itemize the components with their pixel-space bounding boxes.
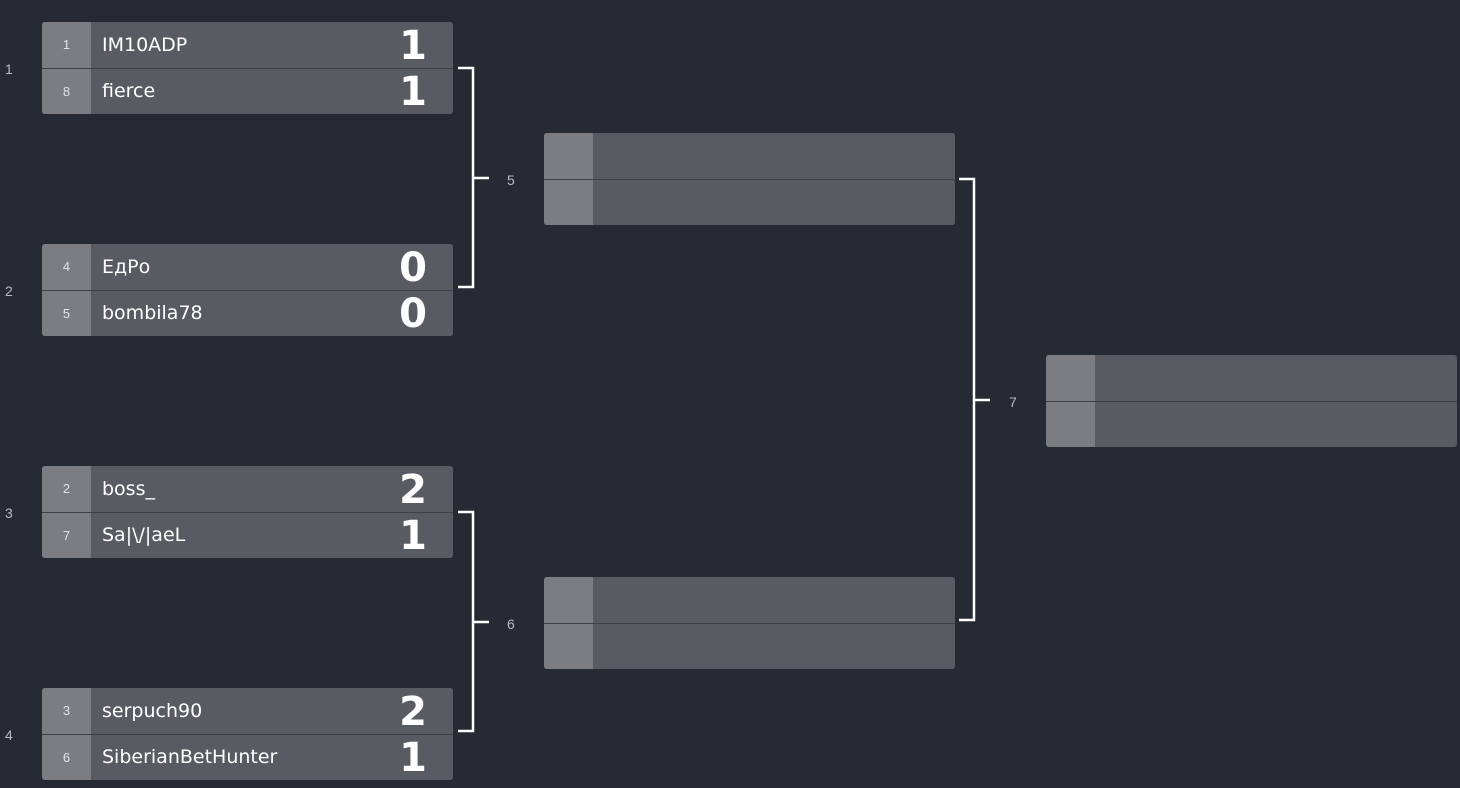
match-7-player-top[interactable] [1046, 355, 1457, 401]
seed-number [544, 577, 593, 623]
player-score: 0 [399, 245, 427, 291]
seed-number: 4 [42, 244, 91, 290]
match-6-player-top[interactable] [544, 577, 955, 623]
seed-number: 6 [42, 735, 91, 780]
match-4-player-bottom[interactable]: 6 SiberianBetHunter 1 [42, 734, 453, 780]
seed-number [544, 624, 593, 669]
seed-number: 8 [42, 69, 91, 114]
connector-match-5-6 [959, 177, 990, 622]
player-score: 2 [399, 467, 427, 513]
match-number-5: 5 [507, 172, 515, 188]
player-score: 1 [399, 513, 427, 558]
seed-number [544, 133, 593, 179]
player-score: 2 [399, 689, 427, 735]
match-5[interactable] [544, 133, 955, 225]
match-6[interactable] [544, 577, 955, 669]
match-2[interactable]: 4 ЕдРо 0 5 bombila78 0 [42, 244, 453, 336]
seed-number [1046, 402, 1095, 447]
player-name: IM10ADP [102, 34, 188, 56]
match-4-player-top[interactable]: 3 serpuch90 2 [42, 688, 453, 735]
match-3[interactable]: 2 boss_ 2 7 Sa|\/|aeL 1 [42, 466, 453, 558]
match-7-player-bottom[interactable] [1046, 401, 1457, 447]
match-3-player-top[interactable]: 2 boss_ 2 [42, 466, 453, 513]
player-score: 0 [399, 291, 427, 336]
player-name: fierce [102, 80, 156, 102]
match-1-player-top[interactable]: 1 IM10ADP 1 [42, 22, 453, 69]
match-number-3: 3 [5, 505, 13, 521]
match-1[interactable]: 1 IM10ADP 1 8 fierce 1 [42, 22, 453, 114]
match-1-player-bottom[interactable]: 8 fierce 1 [42, 68, 453, 114]
seed-number: 1 [42, 22, 91, 68]
match-7[interactable] [1046, 355, 1457, 447]
player-name: ЕдРо [102, 256, 151, 278]
match-number-7: 7 [1009, 394, 1017, 410]
connector-match-3-4 [458, 510, 489, 733]
match-2-player-top[interactable]: 4 ЕдРо 0 [42, 244, 453, 291]
seed-number: 5 [42, 291, 91, 336]
player-name: boss_ [102, 478, 155, 500]
seed-number [544, 180, 593, 225]
player-name: serpuch90 [102, 700, 203, 722]
match-number-2: 2 [5, 283, 13, 299]
player-score: 1 [399, 69, 427, 114]
seed-number: 3 [42, 688, 91, 734]
match-3-player-bottom[interactable]: 7 Sa|\/|aeL 1 [42, 512, 453, 558]
player-score: 1 [399, 23, 427, 69]
player-name: Sa|\/|aeL [102, 524, 186, 546]
match-5-player-bottom[interactable] [544, 179, 955, 225]
seed-number: 7 [42, 513, 91, 558]
match-number-6: 6 [507, 616, 515, 632]
match-6-player-bottom[interactable] [544, 623, 955, 669]
match-number-4: 4 [5, 727, 13, 743]
match-number-1: 1 [5, 61, 13, 77]
player-name: SiberianBetHunter [102, 746, 278, 768]
seed-number [1046, 355, 1095, 401]
connector-match-1-2 [458, 66, 489, 289]
match-2-player-bottom[interactable]: 5 bombila78 0 [42, 290, 453, 336]
player-score: 1 [399, 735, 427, 780]
match-5-player-top[interactable] [544, 133, 955, 179]
match-4[interactable]: 3 serpuch90 2 6 SiberianBetHunter 1 [42, 688, 453, 780]
player-name: bombila78 [102, 302, 203, 324]
seed-number: 2 [42, 466, 91, 512]
